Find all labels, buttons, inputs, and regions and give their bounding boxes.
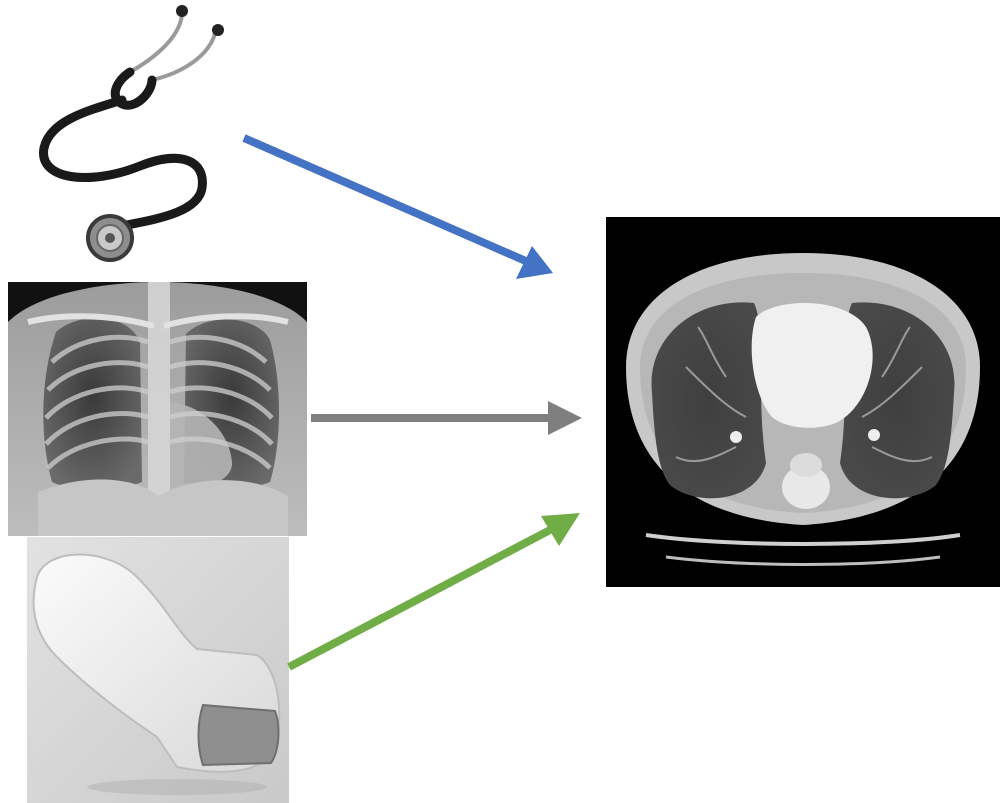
arrow-stethoscope-to-ct — [244, 138, 553, 279]
chest-xray-image — [8, 282, 307, 536]
stethoscope-icon — [30, 0, 240, 270]
arrow-ultrasound-to-ct — [289, 513, 580, 667]
chest-xray-image — [8, 282, 307, 536]
chest-ct-image — [606, 217, 1000, 587]
arrow-xray-to-ct — [311, 401, 582, 435]
ultrasound-probe-image — [27, 537, 289, 803]
stethoscope-image — [30, 0, 240, 270]
chest-ct-image — [606, 217, 1000, 587]
ultrasound-probe-image — [27, 537, 289, 803]
